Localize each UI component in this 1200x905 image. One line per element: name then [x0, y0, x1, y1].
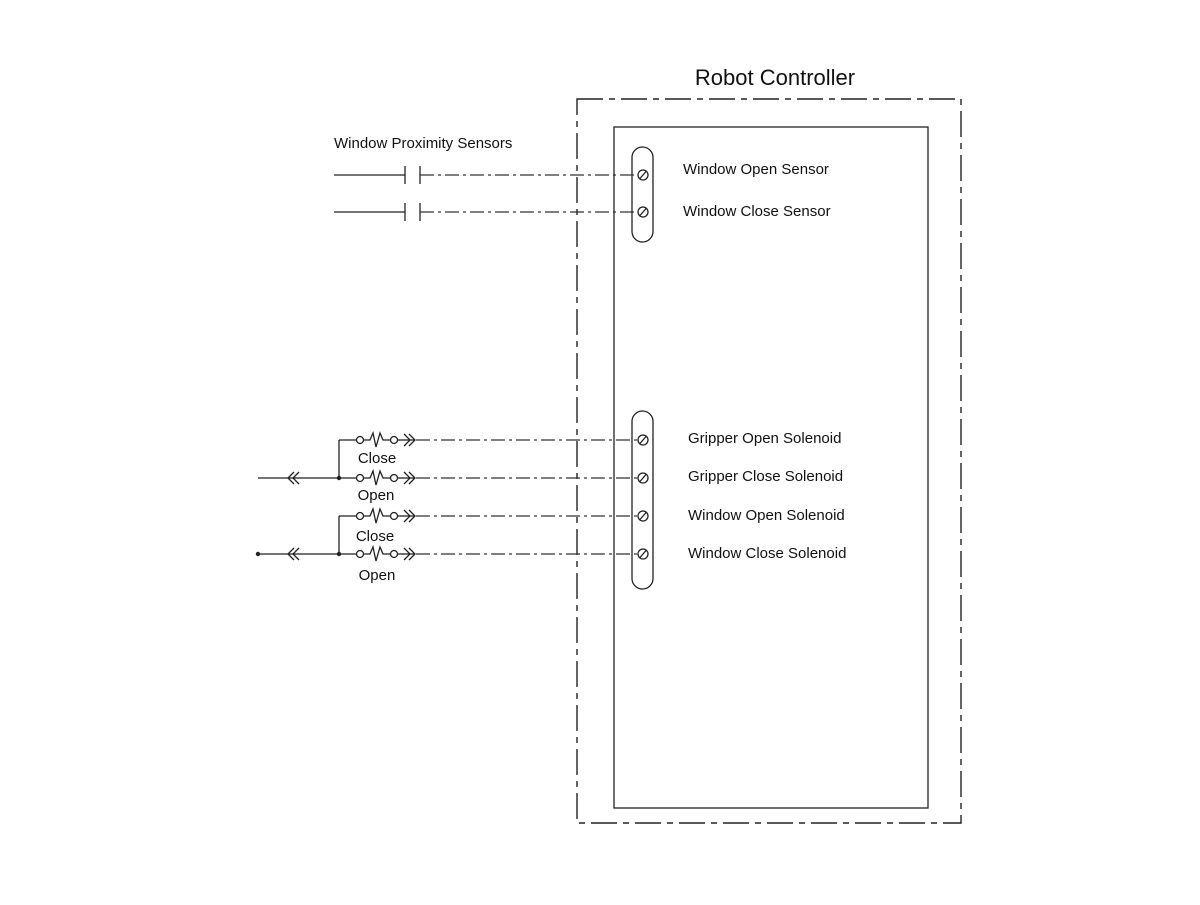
switch-contact [364, 544, 390, 562]
sensor-row-2: Window Close Sensor [334, 203, 831, 221]
solenoid-terminal-strip [631, 410, 654, 590]
junction-dot [336, 551, 342, 557]
supply-chevron [292, 471, 300, 485]
contact-terminal [389, 511, 399, 521]
connector-chevron [408, 433, 416, 447]
solenoid-row-3: Close Window Open Solenoid [338, 506, 845, 554]
connector-chevron [408, 509, 416, 523]
connector-chevron [403, 471, 411, 485]
contact-terminal [389, 473, 399, 483]
terminal-screw [637, 510, 649, 522]
terminal-screw [637, 548, 649, 560]
terminal-screw-slot [639, 550, 647, 558]
terminal-screw [637, 206, 649, 218]
terminal-screw-slot [639, 208, 647, 216]
terminal-screw-slot [639, 436, 647, 444]
contact-terminal [355, 549, 365, 559]
controller-panel [613, 126, 929, 809]
contact-label: Close [356, 528, 394, 545]
contact-terminal [355, 511, 365, 521]
terminal-screw-slot [639, 512, 647, 520]
contact-terminal [355, 473, 365, 483]
terminal-label: Gripper Close Solenoid [688, 468, 843, 485]
junction-dot [336, 475, 342, 481]
terminal-label: Window Close Solenoid [688, 545, 846, 562]
terminal-screw-slot [639, 474, 647, 482]
switch-contact [364, 468, 390, 486]
solenoid-row-2: Open Gripper Close Solenoid [258, 468, 843, 504]
connector-chevron [408, 471, 416, 485]
connector-chevron [408, 547, 416, 561]
contact-label: Close [358, 450, 396, 467]
terminal-screw-slot [639, 171, 647, 179]
sensor-terminal-strip [631, 146, 654, 243]
solenoid-row-4: Open Window Close Solenoid [255, 544, 846, 584]
switch-contact [364, 430, 390, 448]
connector-chevron [403, 547, 411, 561]
terminal-screw [637, 472, 649, 484]
terminal-label: Window Close Sensor [683, 203, 831, 220]
solenoid-row-1: Close Gripper Open Solenoid [338, 430, 841, 478]
terminal-label: Window Open Sensor [683, 161, 829, 178]
controller-title: Robot Controller [695, 65, 855, 90]
terminal-screw [637, 169, 649, 181]
switch-contact [364, 506, 390, 524]
contact-terminal [355, 435, 365, 445]
terminal-label: Gripper Open Solenoid [688, 430, 841, 447]
supply-chevron [292, 547, 300, 561]
contact-terminal [389, 435, 399, 445]
connector-chevron [403, 509, 411, 523]
connector-chevron [403, 433, 411, 447]
controller-enclosure [576, 98, 962, 824]
sensor-row-1: Window Open Sensor [334, 161, 829, 184]
contact-label: Open [358, 487, 395, 504]
terminal-label: Window Open Solenoid [688, 507, 845, 524]
supply-chevron [287, 471, 295, 485]
sensor-group-label: Window Proximity Sensors [334, 135, 512, 152]
contact-terminal [389, 549, 399, 559]
terminal-screw [637, 434, 649, 446]
supply-chevron [287, 547, 295, 561]
contact-label: Open [359, 567, 396, 584]
